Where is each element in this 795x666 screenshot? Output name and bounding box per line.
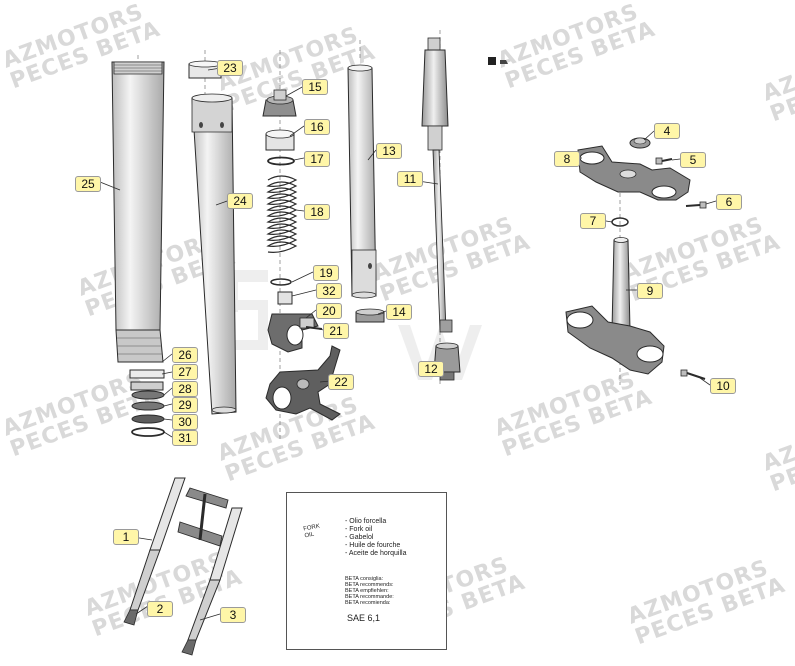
outer-tube-25 (111, 61, 165, 363)
fork-foot-22 (265, 345, 341, 421)
screw-21 (305, 326, 323, 330)
callout-29[interactable]: 29 (172, 397, 198, 413)
seal-stack (129, 369, 165, 437)
callout-14[interactable]: 14 (386, 304, 412, 320)
callout-9[interactable]: 9 (637, 283, 663, 299)
callout-3[interactable]: 3 (220, 607, 246, 623)
cartridge-tube-13 (347, 64, 377, 299)
recommend-fr: BETA recommande: (345, 594, 394, 600)
cap-4 (629, 137, 651, 149)
fork-oil-panel: FORK OIL - Olio forcella - Fork oil - Ga… (286, 492, 447, 650)
callout-18[interactable]: 18 (304, 204, 330, 220)
seal-28 (131, 390, 165, 400)
bolt-10 (680, 369, 706, 380)
callout-31[interactable]: 31 (172, 430, 198, 446)
top-cap-15 (262, 89, 297, 117)
callout-20[interactable]: 20 (316, 303, 342, 319)
callout-2[interactable]: 2 (147, 601, 173, 617)
oil-name-en: - Fork oil (345, 526, 373, 533)
seal-30 (131, 414, 165, 424)
callout-32[interactable]: 32 (316, 283, 342, 299)
o-ring-17 (267, 156, 295, 166)
seal-27 (130, 381, 164, 391)
callout-23[interactable]: 23 (217, 60, 243, 76)
seal-26 (129, 369, 165, 379)
callout-13[interactable]: 13 (376, 143, 402, 159)
callout-26[interactable]: 26 (172, 347, 198, 363)
callout-17[interactable]: 17 (304, 151, 330, 167)
oil-can-label: FORK OIL (302, 523, 321, 540)
damper-rod-11 (421, 37, 453, 333)
seal-29 (131, 401, 165, 411)
recommend-en: BETA recommends: (345, 582, 394, 588)
callout-21[interactable]: 21 (323, 323, 349, 339)
callout-30[interactable]: 30 (172, 414, 198, 430)
callout-5[interactable]: 5 (680, 152, 706, 168)
callout-24[interactable]: 24 (227, 193, 253, 209)
callout-6[interactable]: 6 (716, 194, 742, 210)
bushing-32 (277, 291, 293, 305)
callout-27[interactable]: 27 (172, 364, 198, 380)
callout-8[interactable]: 8 (554, 151, 580, 167)
inner-tube-24 (191, 93, 237, 415)
callout-28[interactable]: 28 (172, 381, 198, 397)
callout-25[interactable]: 25 (75, 176, 101, 192)
lower-clamp-9 (565, 237, 665, 375)
spacer-16 (265, 129, 295, 151)
top-clamp-8 (577, 145, 691, 201)
kit-icon (488, 57, 508, 65)
callout-11[interactable]: 11 (397, 171, 423, 187)
bolt-5 (655, 157, 673, 165)
callout-7[interactable]: 7 (580, 213, 606, 229)
callout-16[interactable]: 16 (304, 119, 330, 135)
seal-31 (131, 427, 165, 437)
fork-assembly (123, 477, 243, 656)
oil-name-fr: - Huile de fourche (345, 542, 401, 549)
bushing-14 (355, 308, 385, 323)
callout-4[interactable]: 4 (654, 123, 680, 139)
oil-name-it: - Olio forcella (345, 518, 387, 525)
oil-grade: SAE 6,1 (347, 613, 381, 623)
recommend-de: BETA empfiehlen: (345, 588, 389, 594)
spring-18 (266, 175, 298, 253)
oil-name-es: - Aceite de horquilla (345, 550, 407, 557)
bolt-6 (685, 201, 707, 209)
ring-19 (270, 278, 292, 286)
recommend-es: BETA recomienda: (345, 600, 391, 606)
callout-22[interactable]: 22 (328, 374, 354, 390)
callout-15[interactable]: 15 (302, 79, 328, 95)
recommend-it: BETA consiglia: (345, 576, 384, 582)
callout-19[interactable]: 19 (313, 265, 339, 281)
axle-clamp-20 (267, 313, 319, 353)
oil-name-de: - Gabelol (345, 534, 374, 541)
callout-10[interactable]: 10 (710, 378, 736, 394)
callout-1[interactable]: 1 (113, 529, 139, 545)
callout-12[interactable]: 12 (418, 361, 444, 377)
